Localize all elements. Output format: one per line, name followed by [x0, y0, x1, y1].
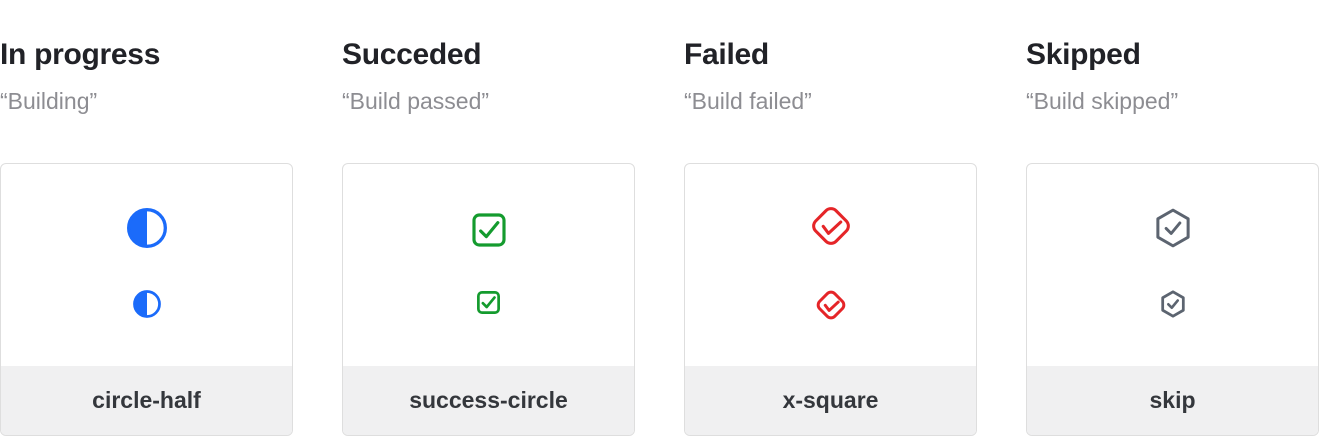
- icon-card-footer: success-circle: [343, 366, 634, 435]
- icon-card-footer: circle-half: [1, 366, 292, 435]
- icon-card-label: x-square: [782, 387, 879, 413]
- icon-card-label: success-circle: [409, 387, 568, 413]
- column-title: Failed: [684, 38, 769, 71]
- icon-card-footer: x-square: [685, 366, 976, 435]
- column-quote: “Build passed”: [342, 88, 490, 114]
- success-circle-icon-large: [469, 210, 509, 255]
- circle-half-icon-small: [132, 289, 162, 324]
- icon-card-label: skip: [1149, 387, 1196, 413]
- icon-card-footer: skip: [1027, 366, 1318, 435]
- column-succeded: Succeded “Build passed” succes: [342, 0, 635, 436]
- column-quote: “Build failed”: [684, 88, 812, 114]
- column-title: Skipped: [1026, 38, 1141, 71]
- column-quote: “Building”: [0, 88, 98, 114]
- skip-icon-small: [1158, 289, 1188, 324]
- column-failed: Failed “Build failed” x-square: [684, 0, 977, 436]
- success-circle-icon-small: [475, 289, 502, 321]
- icon-preview-area: [685, 164, 976, 366]
- column-title: Succeded: [342, 38, 482, 71]
- column-title: In progress: [0, 38, 161, 71]
- icon-card-label: circle-half: [92, 387, 201, 413]
- icon-preview-area: [1027, 164, 1318, 366]
- icon-card-success-circle: success-circle: [342, 163, 635, 436]
- column-skipped: Skipped “Build skipped” skip: [1026, 0, 1319, 436]
- skip-icon-large: [1151, 206, 1195, 255]
- column-quote: “Build skipped”: [1026, 88, 1179, 114]
- column-in-progress: In progress “Building” circle-: [0, 0, 293, 436]
- x-square-icon-small: [814, 288, 848, 327]
- icon-preview-area: [343, 164, 634, 366]
- icon-preview-area: [1, 164, 292, 366]
- icon-card-x-square: x-square: [684, 163, 977, 436]
- icon-card-skip: skip: [1026, 163, 1319, 436]
- circle-half-icon-large: [125, 206, 169, 255]
- x-square-icon-large: [808, 203, 854, 254]
- icon-card-circle-half: circle-half: [0, 163, 293, 436]
